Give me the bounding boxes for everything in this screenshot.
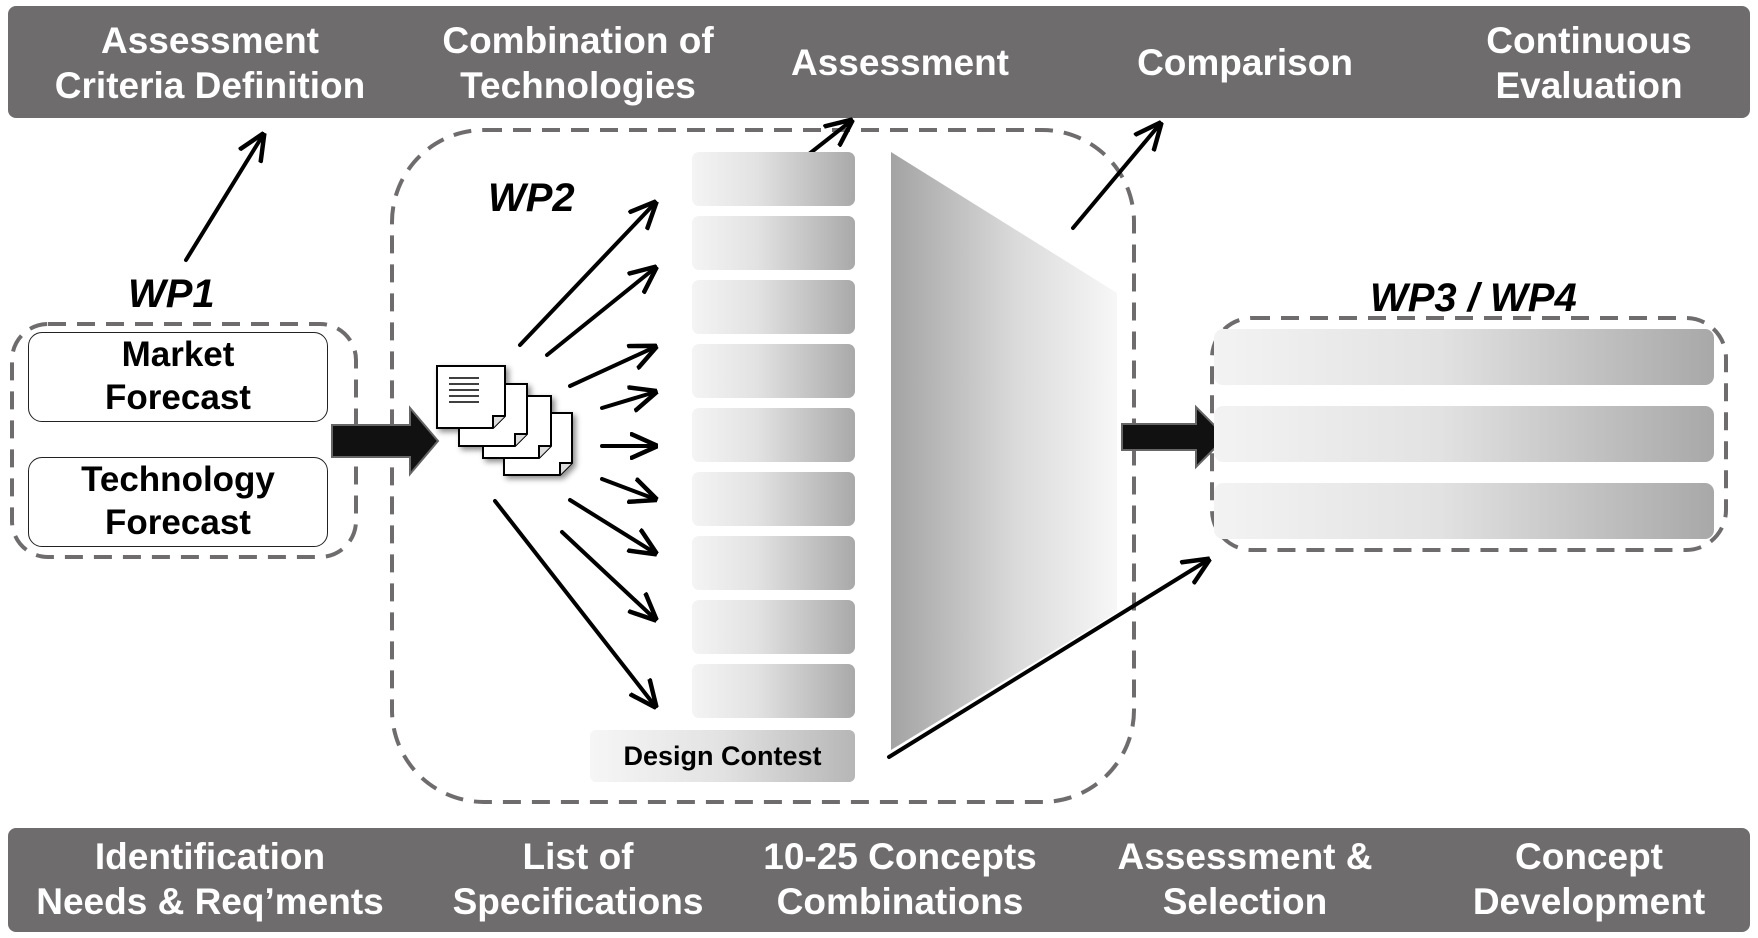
concept-slot bbox=[692, 408, 855, 462]
bottom-label-specifications: List of Specifications bbox=[452, 836, 704, 922]
design-contest-label: Design Contest bbox=[590, 730, 855, 782]
concept-slot bbox=[692, 344, 855, 398]
concept-slot bbox=[692, 600, 855, 654]
wp34-title: WP3 / WP4 bbox=[1370, 276, 1577, 320]
concept-slot bbox=[692, 152, 855, 206]
wp1-title: WP1 bbox=[128, 272, 215, 316]
market-forecast-box: Market Forecast bbox=[28, 332, 328, 422]
top-phase-bar: Assessment Criteria Definition Combinati… bbox=[8, 6, 1750, 118]
concept-slot bbox=[692, 280, 855, 334]
arrow-wp1-to-criteria bbox=[184, 135, 263, 262]
selection-funnel bbox=[891, 152, 1117, 750]
block-arrow-wp2-wp34 bbox=[1121, 404, 1228, 470]
arrow-to-comparison bbox=[1071, 124, 1160, 230]
selected-concept-slot bbox=[1214, 329, 1714, 385]
selected-concept-slot bbox=[1214, 406, 1714, 462]
concept-slot bbox=[692, 664, 855, 718]
technology-forecast-box: Technology Forecast bbox=[28, 457, 328, 547]
top-label-continuous-evaluation: Continuous Evaluation bbox=[1486, 20, 1692, 106]
fan-arrow-6 bbox=[600, 477, 655, 499]
arrow-contest-to-wp34 bbox=[887, 560, 1208, 759]
document-stack-icon bbox=[436, 365, 573, 476]
fan-arrow-1 bbox=[518, 203, 655, 347]
fan-arrow-7 bbox=[568, 498, 655, 553]
top-label-assessment: Assessment bbox=[790, 42, 1010, 83]
concept-slot bbox=[692, 472, 855, 526]
bottom-label-selection: Assessment & Selection bbox=[1117, 836, 1373, 922]
top-label-criteria-definition: Assessment Criteria Definition bbox=[54, 20, 366, 106]
selected-concept-slot bbox=[1214, 483, 1714, 539]
block-arrow-wp1-wp2 bbox=[331, 405, 440, 477]
wp2-container bbox=[390, 128, 1136, 804]
concept-slot bbox=[692, 216, 855, 270]
bottom-label-concept-development: Concept Development bbox=[1472, 836, 1706, 922]
bottom-output-bar: Identification Needs & Req’ments List of… bbox=[8, 828, 1750, 932]
bottom-label-identification: Identification Needs & Req’ments bbox=[36, 836, 384, 922]
concept-slot bbox=[692, 536, 855, 590]
wp2-title: WP2 bbox=[488, 176, 575, 220]
fan-arrow-3 bbox=[568, 347, 655, 388]
top-label-combination: Combination of Technologies bbox=[442, 20, 714, 106]
top-label-comparison: Comparison bbox=[1137, 42, 1353, 83]
fan-arrow-8 bbox=[560, 530, 655, 619]
bottom-label-concepts: 10-25 Concepts Combinations bbox=[763, 836, 1037, 922]
fan-arrow-4 bbox=[600, 392, 655, 408]
fan-arrow-9 bbox=[493, 499, 655, 706]
fan-arrow-2 bbox=[545, 268, 655, 357]
